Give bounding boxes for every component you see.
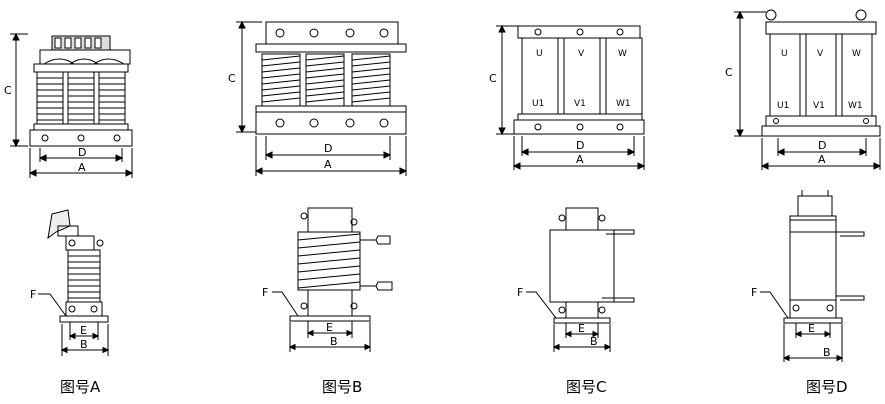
type-b-f-label: F — [262, 286, 268, 299]
type-c-c-label: C — [489, 72, 497, 85]
type-d-term-w1: W1 — [848, 101, 863, 111]
type-a-d-label: D — [78, 146, 86, 159]
type-c-term-v: V — [578, 49, 585, 59]
type-c-term-u1: U1 — [532, 99, 544, 109]
type-c-term-u: U — [536, 49, 543, 59]
type-c-term-w: W — [618, 49, 627, 59]
type-c-a-label: A — [576, 153, 584, 166]
type-c-e-label: E — [578, 322, 585, 335]
type-d-c-label: C — [725, 66, 733, 79]
type-d-side-view — [760, 190, 865, 362]
type-d-term-u1: U1 — [777, 101, 789, 111]
caption-type-d: 图号D — [806, 378, 848, 396]
type-b-e-label: E — [326, 321, 333, 334]
type-b-side-view — [272, 207, 393, 352]
type-d-term-u: U — [781, 49, 788, 59]
type-a-a-label: A — [78, 161, 86, 174]
caption-type-a: 图号A — [60, 378, 101, 396]
type-d-term-v1: V1 — [813, 101, 825, 111]
type-c-d-label: D — [576, 139, 584, 152]
type-b-d-label: D — [324, 142, 332, 155]
type-c-side-view — [526, 207, 635, 352]
type-c-b-label: B — [590, 335, 598, 348]
type-a-front-view — [10, 32, 134, 178]
type-b-b-label: B — [330, 335, 338, 348]
type-b-c-label: C — [228, 72, 236, 85]
type-d-term-w: W — [852, 49, 861, 59]
type-d-a-label: A — [818, 153, 826, 166]
type-c-f-label: F — [517, 286, 523, 299]
type-a-side-view — [38, 209, 110, 356]
type-d-f-label: F — [751, 286, 757, 299]
type-a-e-label: E — [80, 324, 87, 337]
type-b-front-view — [236, 20, 408, 176]
type-d-d-label: D — [818, 139, 826, 152]
type-a-b-label: B — [80, 338, 88, 351]
type-a-f-label: F — [30, 288, 36, 301]
type-c-term-w1: W1 — [616, 99, 631, 109]
type-b-a-label: A — [324, 158, 332, 171]
type-d-term-v: V — [817, 49, 824, 59]
caption-type-b: 图号B — [322, 378, 362, 396]
caption-type-c: 图号C — [566, 378, 606, 396]
type-d-front-view — [734, 9, 882, 170]
type-c-term-v1: V1 — [574, 99, 586, 109]
type-c-front-view — [496, 24, 646, 170]
type-a-c-label: C — [4, 84, 12, 97]
type-d-b-label: B — [823, 346, 831, 359]
type-d-e-label: E — [808, 322, 815, 335]
